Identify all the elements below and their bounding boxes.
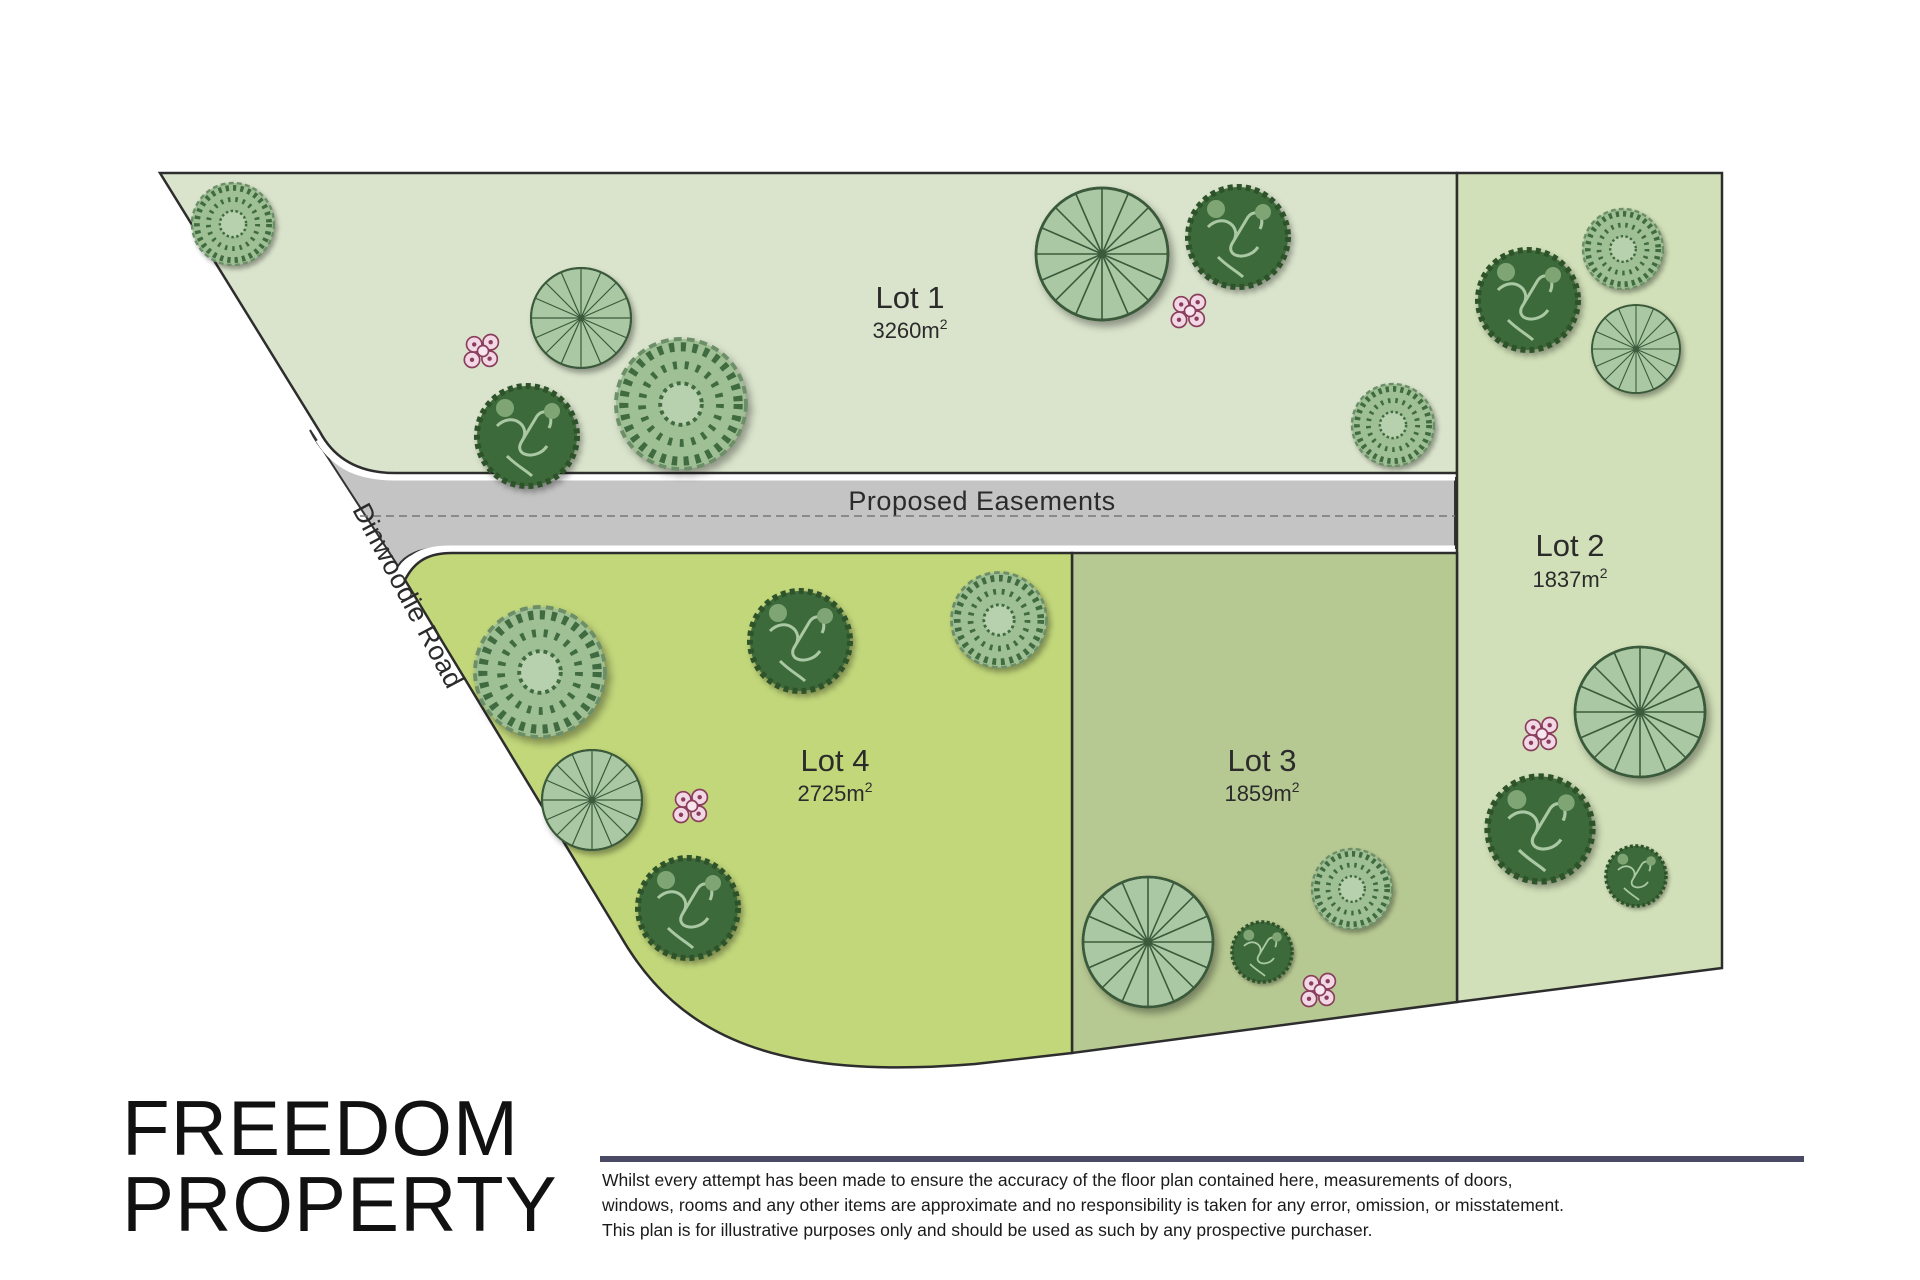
tree-icon bbox=[1230, 920, 1294, 984]
tree-icon bbox=[530, 267, 632, 369]
brand-line-2: PROPERTY bbox=[122, 1160, 558, 1248]
disclaimer-line-2: windows, rooms and any other items are a… bbox=[602, 1195, 1564, 1215]
tree-icon bbox=[1488, 777, 1593, 882]
tree-icon bbox=[1573, 645, 1707, 779]
tree-icon bbox=[1081, 875, 1215, 1009]
tree-icon bbox=[475, 607, 605, 737]
tree-icon bbox=[1034, 186, 1170, 322]
tree-icon bbox=[541, 749, 643, 851]
tree-icon bbox=[1604, 844, 1668, 908]
disclaimer-line-1: Whilst every attempt has been made to en… bbox=[602, 1170, 1513, 1190]
tree-icon bbox=[750, 591, 850, 691]
tree-icon bbox=[616, 339, 746, 469]
tree-icon bbox=[1352, 384, 1434, 466]
lot4-name: Lot 4 bbox=[801, 743, 870, 778]
tree-icon bbox=[638, 858, 738, 958]
lot1-name: Lot 1 bbox=[876, 280, 945, 315]
lot2-name: Lot 2 bbox=[1536, 528, 1605, 563]
lot1-area: 3260m2 bbox=[872, 316, 947, 343]
easement-label: Proposed Easements bbox=[848, 486, 1115, 516]
disclaimer-text: Whilst every attempt has been made to en… bbox=[602, 1168, 1812, 1243]
disclaimer-line-3: This plan is for illustrative purposes o… bbox=[602, 1220, 1373, 1240]
disclaimer-divider bbox=[600, 1156, 1804, 1162]
brand-logo: FREEDOM PROPERTY bbox=[122, 1084, 558, 1248]
tree-icon bbox=[1188, 187, 1288, 287]
lot3-name: Lot 3 bbox=[1228, 743, 1297, 778]
tree-icon bbox=[1591, 304, 1681, 394]
tree-icon bbox=[192, 183, 274, 265]
brand-line-1: FREEDOM bbox=[122, 1084, 519, 1172]
road-edge-lower bbox=[399, 545, 1455, 572]
lot3-area: 1859m2 bbox=[1224, 779, 1299, 806]
tree-icon bbox=[1583, 209, 1663, 289]
tree-icon bbox=[952, 573, 1047, 668]
tree-icon bbox=[1312, 849, 1392, 929]
lot2-area: 1837m2 bbox=[1532, 565, 1607, 592]
road-edge-upper bbox=[315, 438, 1455, 481]
tree-icon bbox=[477, 386, 577, 486]
tree-icon bbox=[1478, 250, 1578, 350]
lot4-area: 2725m2 bbox=[797, 779, 872, 806]
